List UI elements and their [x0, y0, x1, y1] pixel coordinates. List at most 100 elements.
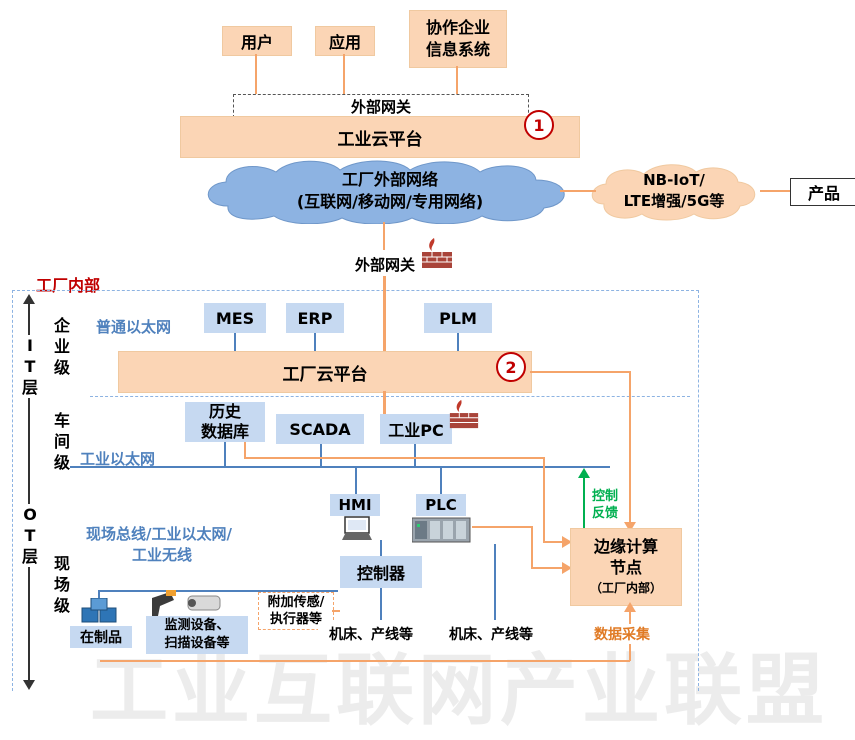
arrow-right-icon	[562, 536, 572, 548]
cloud-edge-line-v	[629, 371, 631, 527]
external-network-cloud	[207, 160, 565, 224]
level-axis	[28, 300, 30, 684]
controller-box: 控制器	[340, 556, 422, 588]
sensor-machine-link	[332, 610, 340, 612]
arrow-up-icon	[624, 602, 636, 612]
control-feedback-arrow	[583, 476, 585, 528]
field-bus-h	[98, 590, 338, 592]
erp-connector	[314, 333, 316, 351]
arrow-right-icon	[562, 562, 572, 574]
plc-bus-link	[440, 467, 442, 495]
scada-box: SCADA	[276, 414, 364, 444]
external-gateway-2: 外部网关	[354, 255, 415, 274]
cloud-edge-line-h	[530, 371, 630, 373]
history-line2: 数据库	[200, 422, 249, 441]
industrial-ethernet-bus	[70, 466, 610, 468]
monitor-scanner-box: 监测设备、 扫描设备等	[146, 616, 248, 654]
edge-line1: 边缘计算	[593, 536, 658, 556]
edge-computing-node: 边缘计算 节点 （工厂内部）	[570, 528, 682, 606]
partner-line1: 协作企业	[425, 18, 490, 37]
fieldbus-label: 现场总线/工业以太网/ 工业无线	[86, 525, 232, 564]
industrial-pc-box: 工业PC	[380, 414, 452, 444]
field-collection-bus	[100, 660, 630, 662]
computer-icon	[342, 516, 372, 540]
scada-bus-link	[320, 444, 322, 466]
firewall-icon	[422, 238, 452, 268]
industrial-cloud-platform: 工业云平台	[180, 116, 580, 158]
field-bus-line	[98, 590, 100, 600]
factory-boundary	[12, 290, 699, 691]
nb-line2: LTE增强/5G等	[623, 192, 725, 210]
hmi-controller-line	[380, 540, 382, 556]
partner-line2: 信息系统	[425, 40, 490, 59]
cloud-to-gateway-line	[383, 222, 385, 250]
wip-box: 在制品	[70, 626, 132, 648]
plc-box: PLC	[416, 494, 466, 516]
history-edge-line-v	[543, 457, 545, 541]
cloud-line1: 工厂外部网络	[341, 170, 438, 189]
arrow-down-icon	[624, 522, 636, 532]
wip-boxes-icon	[81, 598, 117, 623]
plm-connector	[457, 333, 459, 351]
cloud-line2: (互联网/移动网/专用网络)	[296, 192, 484, 211]
field-collection-up	[629, 644, 631, 661]
cloud-label: 工厂外部网络 (互联网/移动网/专用网络)	[230, 166, 550, 216]
monitor-line2: 扫描设备等	[164, 636, 230, 651]
plc-machine-link	[494, 544, 496, 620]
it-ot-divider	[90, 396, 690, 397]
control-feedback-label: 控制 反馈	[592, 489, 619, 521]
mes-connector	[234, 333, 236, 351]
user-connector	[255, 54, 257, 94]
axis-arrow-up-icon	[23, 294, 35, 304]
axis-arrow-down-icon	[23, 680, 35, 690]
app-box: 应用	[315, 26, 375, 56]
monitor-line1: 监测设备、	[164, 618, 230, 633]
sensor-line1: 附加传感/	[267, 595, 325, 610]
nb-to-cloud-line	[560, 190, 596, 192]
nb-iot-label: NB-IoT/ LTE增强/5G等	[596, 166, 752, 216]
hmi-bus-link	[355, 467, 357, 495]
plc-edge-line-3	[531, 567, 567, 569]
data-collection-label: 数据采集	[594, 627, 650, 643]
arrow-up-green-icon	[578, 468, 590, 478]
workshop-level-label: 车间级	[53, 411, 70, 472]
controller-machine-link	[380, 588, 382, 620]
firewall-icon	[449, 399, 479, 429]
partner-system-box: 协作企业 信息系统	[409, 10, 507, 68]
user-box: 用户	[222, 26, 292, 56]
industrial-ethernet-label: 工业以太网	[80, 450, 156, 468]
factory-cloud-platform: 工厂云平台	[118, 351, 532, 393]
machine-line-2: 机床、产线等	[438, 622, 544, 646]
data-collection-line	[629, 604, 631, 624]
history-line1: 历史	[208, 402, 241, 421]
gateway-to-factory-cloud-line	[383, 276, 386, 351]
scanner-camera-icon	[152, 590, 221, 616]
sensor-line2: 执行器等	[269, 612, 322, 627]
enterprise-ethernet-label: 普通以太网	[96, 318, 172, 336]
app-connector	[343, 54, 345, 94]
machine-line-1: 机床、产线等	[318, 622, 424, 646]
plc-edge-line-2	[531, 526, 533, 568]
product-box: 产品	[790, 178, 855, 206]
history-bus-link	[224, 442, 226, 466]
edge-line2: 节点	[609, 557, 642, 577]
marker-2: 2	[496, 352, 526, 382]
hmi-box: HMI	[330, 494, 380, 516]
history-edge-line-h2	[543, 541, 567, 543]
edge-line3: （工厂内部）	[589, 580, 662, 595]
history-edge-line-h	[244, 457, 544, 459]
enterprise-level-label: 企业级	[53, 316, 70, 377]
marker-1: 1	[524, 110, 554, 140]
plm-box: PLM	[424, 303, 492, 333]
plc-edge-line	[472, 526, 532, 528]
field-level-label: 现场级	[53, 554, 70, 615]
history-edge-line	[244, 442, 246, 458]
partner-connector	[456, 66, 458, 94]
nb-line1: NB-IoT/	[643, 171, 705, 189]
cloud-to-ipc-line	[383, 391, 386, 414]
erp-box: ERP	[286, 303, 344, 333]
ipc-bus-link	[414, 444, 416, 466]
nb-to-product-line	[760, 190, 790, 192]
